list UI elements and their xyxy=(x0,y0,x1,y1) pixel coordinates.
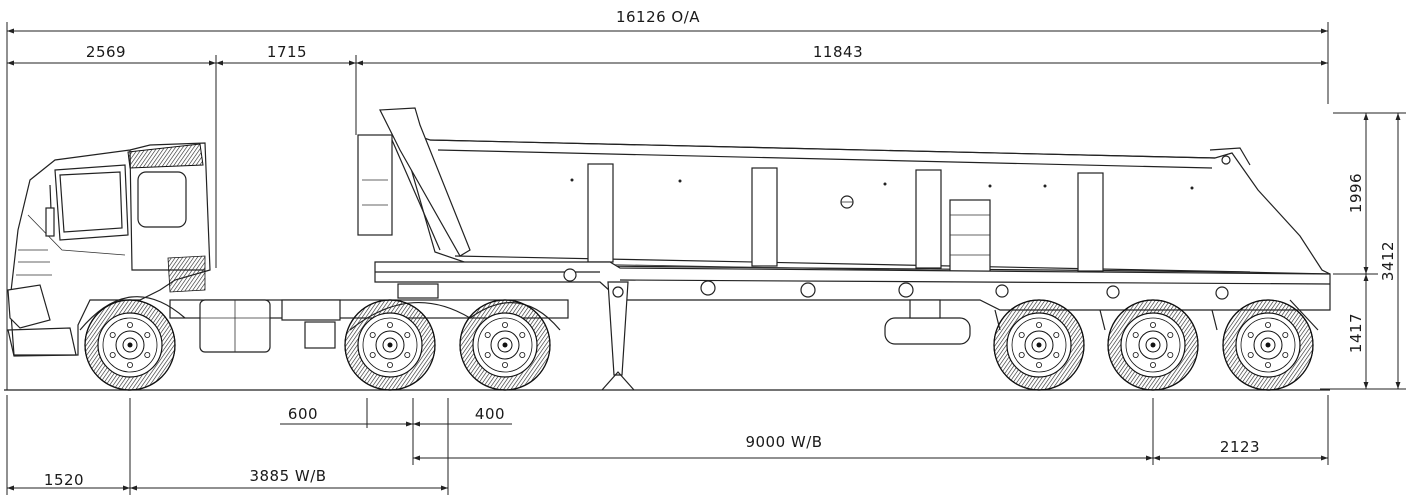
tandem-offset-rear-label: 400 xyxy=(475,405,505,423)
trailer-wheelbase-label: 9000 W/B xyxy=(745,433,822,451)
top-dimensions: 16126 O/A 2569 1715 11843 xyxy=(6,8,1329,390)
bottom-dimensions: 600 400 9000 W/B 2123 1520 3885 W/B xyxy=(6,395,1329,495)
tipper-height-label: 1996 xyxy=(1347,173,1365,213)
tractor-rear-wheel-2 xyxy=(459,299,551,391)
tractor-cab xyxy=(7,142,211,357)
trailer-wheel-1 xyxy=(993,299,1085,391)
trailer-length-label: 11843 xyxy=(813,43,863,61)
rear-overhang-label: 2123 xyxy=(1220,438,1260,456)
tandem-offset-front-label: 600 xyxy=(288,405,318,423)
overall-length-label: 16126 O/A xyxy=(616,8,700,26)
tipper-body xyxy=(357,107,1331,281)
tractor-front-wheel xyxy=(84,299,176,391)
trailer-chassis xyxy=(374,261,1331,391)
fifthwheel-to-trailer-label: 1715 xyxy=(267,43,307,61)
front-overhang-label: 1520 xyxy=(44,471,84,489)
chassis-height-label: 1417 xyxy=(1347,313,1365,353)
tractor-rear-wheel-1 xyxy=(344,299,436,391)
trailer-wheel-3 xyxy=(1222,299,1314,391)
right-dimensions: 1996 1417 3412 xyxy=(1320,112,1406,390)
tractor-wheelbase-label: 3885 W/B xyxy=(249,467,326,485)
overall-height-label: 3412 xyxy=(1379,241,1397,281)
cab-to-fifthwheel-label: 2569 xyxy=(86,43,126,61)
trailer-wheel-2 xyxy=(1107,299,1199,391)
